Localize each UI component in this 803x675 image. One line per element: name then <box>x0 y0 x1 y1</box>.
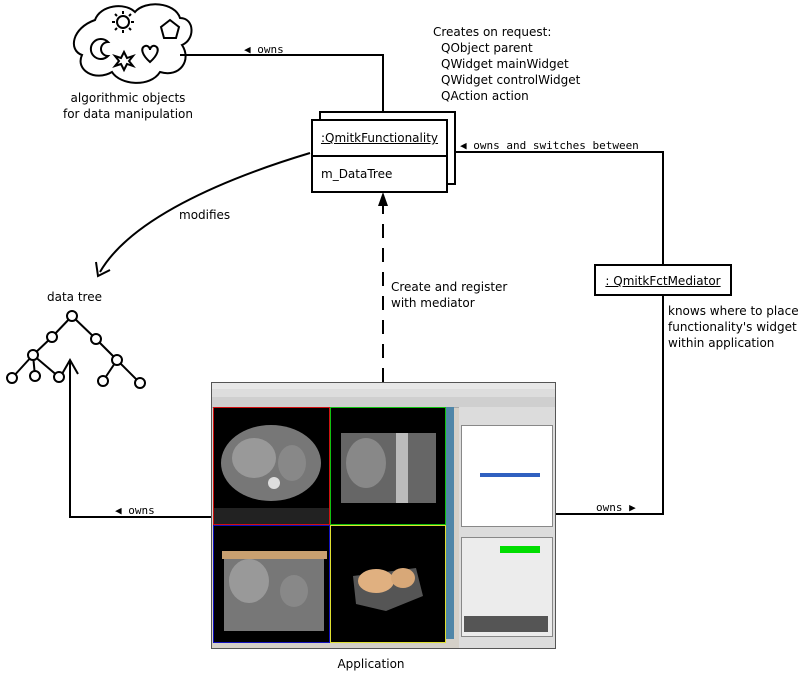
creates-item: QAction action <box>441 89 529 103</box>
owns-tree-arrowhead <box>61 357 79 375</box>
ct-sagittal-image <box>341 433 436 503</box>
moon-icon <box>89 38 111 60</box>
create-register-line2: with mediator <box>391 296 475 310</box>
owns-switch-label: ◀ owns and switches between <box>460 139 639 152</box>
app-status-bar <box>500 546 540 553</box>
viewport-sagittal <box>330 407 446 525</box>
modifies-curve <box>99 152 311 273</box>
functionality-name: :QmitkFunctionality <box>320 131 439 145</box>
app-control-widget <box>461 537 553 637</box>
create-register-label: Create and register with mediator <box>391 279 507 311</box>
creates-on-request: Creates on request: QObject parent QWidg… <box>433 24 580 104</box>
mediator-note-line3: within application <box>668 336 775 350</box>
owns-left-label: ◀ owns <box>115 504 155 517</box>
creates-item: QWidget controlWidget <box>441 73 581 87</box>
viewport-3d <box>330 525 446 643</box>
functionality-box: :QmitkFunctionality m_DataTree <box>311 119 448 193</box>
app-tree-selection <box>480 473 540 477</box>
ct-coronal-image <box>222 551 327 631</box>
owns-cloud-line <box>180 54 384 112</box>
functionality-attribute: m_DataTree <box>321 167 393 181</box>
creates-title: Creates on request: <box>433 25 552 39</box>
viewport-axial <box>213 407 330 525</box>
data-tree-graphic <box>6 310 146 389</box>
pentagon-icon <box>159 18 181 39</box>
cloud-shape <box>72 3 193 84</box>
creates-item: QWidget mainWidget <box>441 57 569 71</box>
application-label: Application <box>337 657 405 671</box>
viewport-coronal <box>213 525 330 643</box>
mediator-box: : QmitkFctMediator <box>594 264 732 296</box>
sun-icon <box>112 11 134 33</box>
ct-axial-image <box>214 425 329 524</box>
mediator-note: knows where to place functionality's wid… <box>668 303 799 351</box>
owns-mediator-line <box>556 296 664 515</box>
create-register-arrowhead <box>378 192 388 206</box>
functionality-divider <box>313 155 446 157</box>
create-register-line1: Create and register <box>391 280 508 294</box>
owns-right-label: owns ▶ <box>596 501 636 514</box>
switches-line <box>455 151 664 264</box>
app-tree-widget <box>461 425 553 527</box>
star-icon <box>112 49 136 73</box>
owns-top-label: ◀ owns <box>244 43 284 56</box>
creates-item: QObject parent <box>441 41 533 55</box>
mediator-name: : QmitkFctMediator <box>605 274 721 288</box>
ct-3d-render <box>353 568 423 611</box>
mediator-note-line2: functionality's widget <box>668 320 797 334</box>
app-menu-bar <box>212 389 555 397</box>
app-side-panel <box>459 407 555 648</box>
heart-icon <box>141 44 159 64</box>
app-bottom-block <box>464 616 548 632</box>
mediator-note-line1: knows where to place <box>668 304 799 318</box>
owns-tree-line <box>69 362 211 518</box>
modifies-label: modifies <box>179 208 231 222</box>
modifies-arrowhead <box>95 261 111 278</box>
cloud-caption: algorithmic objects for data manipulatio… <box>58 90 198 122</box>
cloud-caption-line2: for data manipulation <box>62 107 194 121</box>
app-slice-slider <box>446 407 454 639</box>
cloud-caption-line1: algorithmic objects <box>70 91 186 105</box>
application-screenshot <box>211 382 556 649</box>
data-tree-label: data tree <box>47 290 102 304</box>
